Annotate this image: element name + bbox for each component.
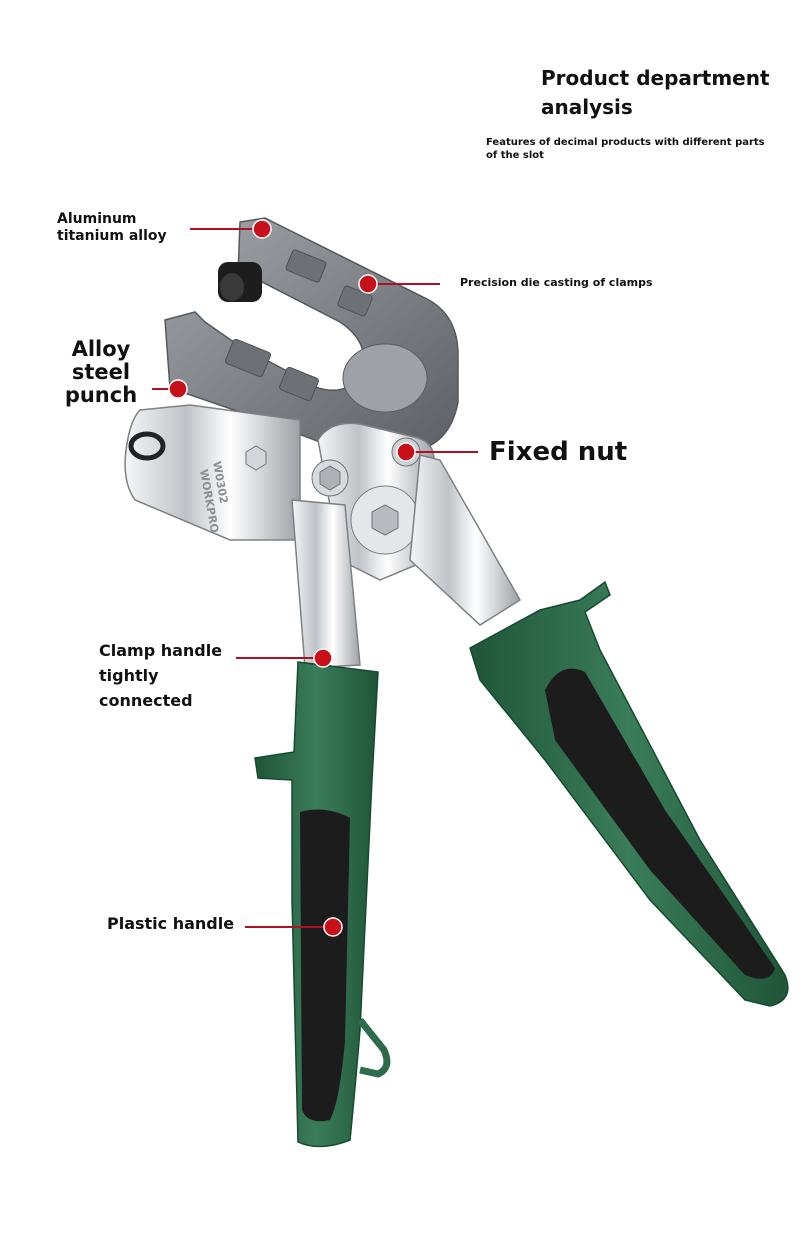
right-handle-shank: [409, 454, 522, 626]
label-aluminum-titanium-alloy: Aluminum titanium alloy: [57, 211, 167, 244]
left-handle-shank: [291, 499, 361, 669]
label-alloy-steel-punch: Alloy steel punch: [64, 337, 138, 407]
page-subtitle: Features of decimal products with differ…: [486, 137, 765, 161]
callout-dot-precision: [358, 274, 378, 294]
label-precision-die-casting: Precision die casting of clamps: [460, 276, 653, 289]
left-plastic-handle: [254, 661, 391, 1148]
page-title: Product department analysis: [541, 66, 770, 119]
callout-dot-clamp-handle: [313, 648, 333, 668]
callout-dot-aluminum: [252, 219, 272, 239]
label-clamp-handle: Clamp handle tightly connected: [99, 641, 223, 710]
punch-die: [218, 262, 262, 302]
callout-dot-plastic-handle: [323, 917, 343, 937]
callout-dots: [168, 219, 416, 937]
callout-dot-alloy-steel: [168, 379, 188, 399]
chrome-side-plate: WORKPRO W0302: [124, 404, 301, 541]
cast-jaw-head: [164, 217, 459, 453]
callout-dot-fixed-nut: [396, 442, 416, 462]
label-plastic-handle: Plastic handle: [107, 914, 235, 933]
right-plastic-handle: [469, 580, 789, 1007]
callout-lines: [152, 228, 478, 928]
label-fixed-nut: Fixed nut: [489, 437, 628, 467]
